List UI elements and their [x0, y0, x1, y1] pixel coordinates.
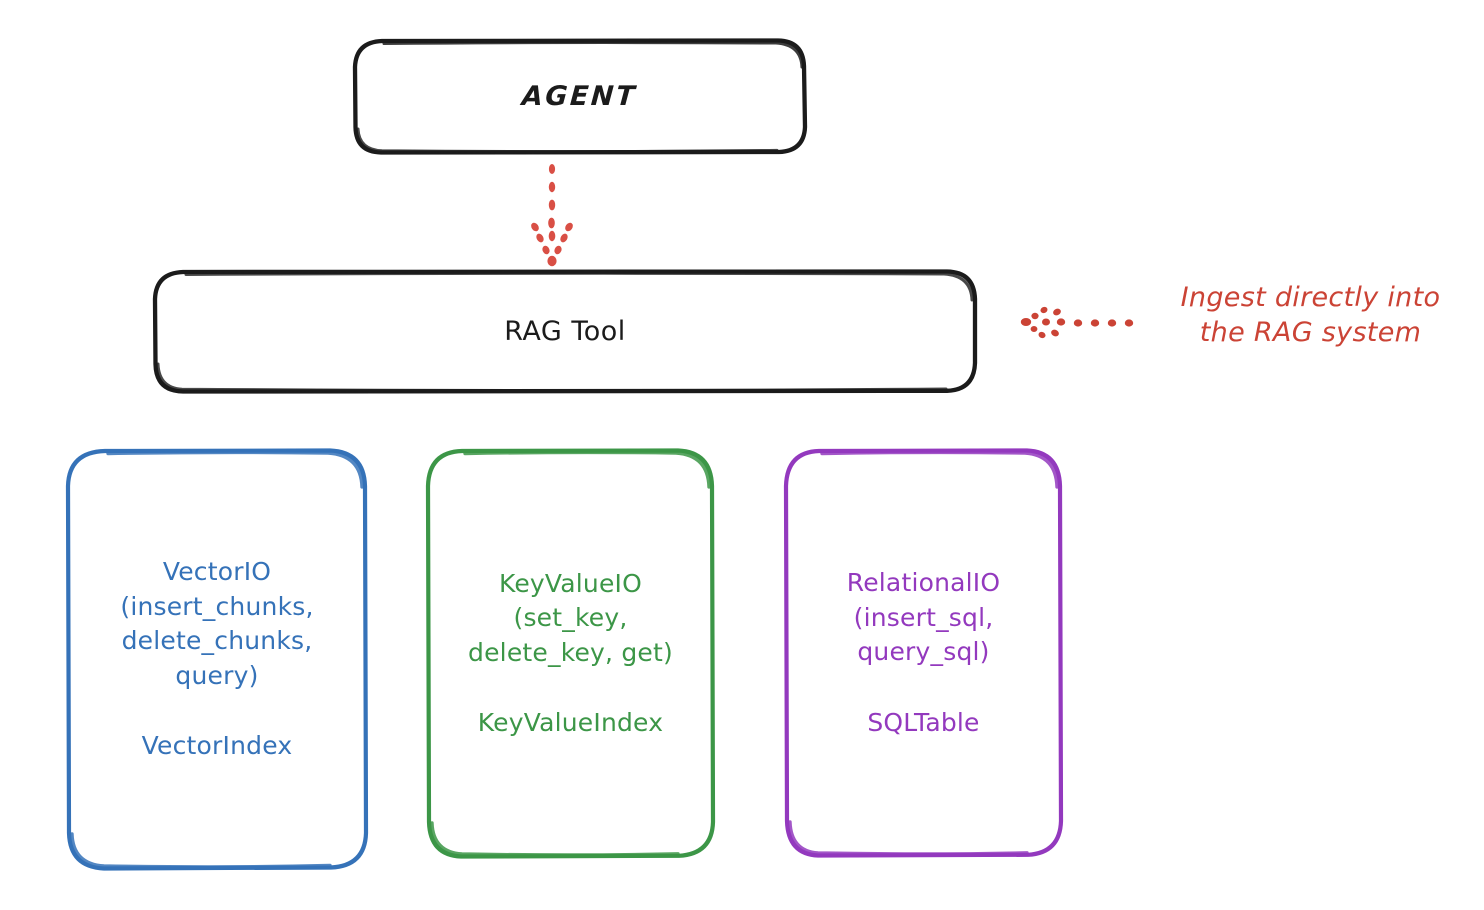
agent-box-outline — [352, 38, 808, 155]
relational-io-node[interactable]: RelationalIO (insert_sql, query_sql) SQL… — [786, 450, 1061, 856]
agent-node[interactable]: AGENT — [355, 40, 805, 153]
rag-tool-node[interactable]: RAG Tool — [155, 271, 975, 391]
vector-io-operations-label: VectorIO (insert_chunks, delete_chunks, … — [120, 557, 314, 690]
agent-to-ragtool-connector — [531, 164, 573, 267]
ragtool-box-outline — [152, 269, 978, 394]
vector-io-box-outline — [65, 448, 369, 871]
vector-io-node[interactable]: VectorIO (insert_chunks, delete_chunks, … — [68, 450, 366, 869]
sql-table-label: SQLTable — [867, 707, 980, 737]
rag-tool-label: RAG Tool — [504, 315, 626, 347]
ingest-arrow — [1020, 306, 1134, 339]
key-value-io-node[interactable]: KeyValueIO (set_key, delete_key, get) Ke… — [428, 450, 713, 857]
key-value-io-box-outline — [425, 448, 716, 859]
relational-io-operations-label: RelationalIO (insert_sql, query_sql) — [846, 568, 1001, 666]
key-value-io-operations-label: KeyValueIO (set_key, delete_key, get) — [468, 568, 673, 667]
ingest-annotation-label: Ingest directly into the RAG system — [1180, 282, 1441, 348]
key-value-index-label: KeyValueIndex — [477, 708, 664, 737]
vector-index-label: VectorIndex — [141, 731, 293, 761]
relational-io-box-outline — [783, 448, 1064, 858]
agent-label: AGENT — [521, 81, 639, 112]
